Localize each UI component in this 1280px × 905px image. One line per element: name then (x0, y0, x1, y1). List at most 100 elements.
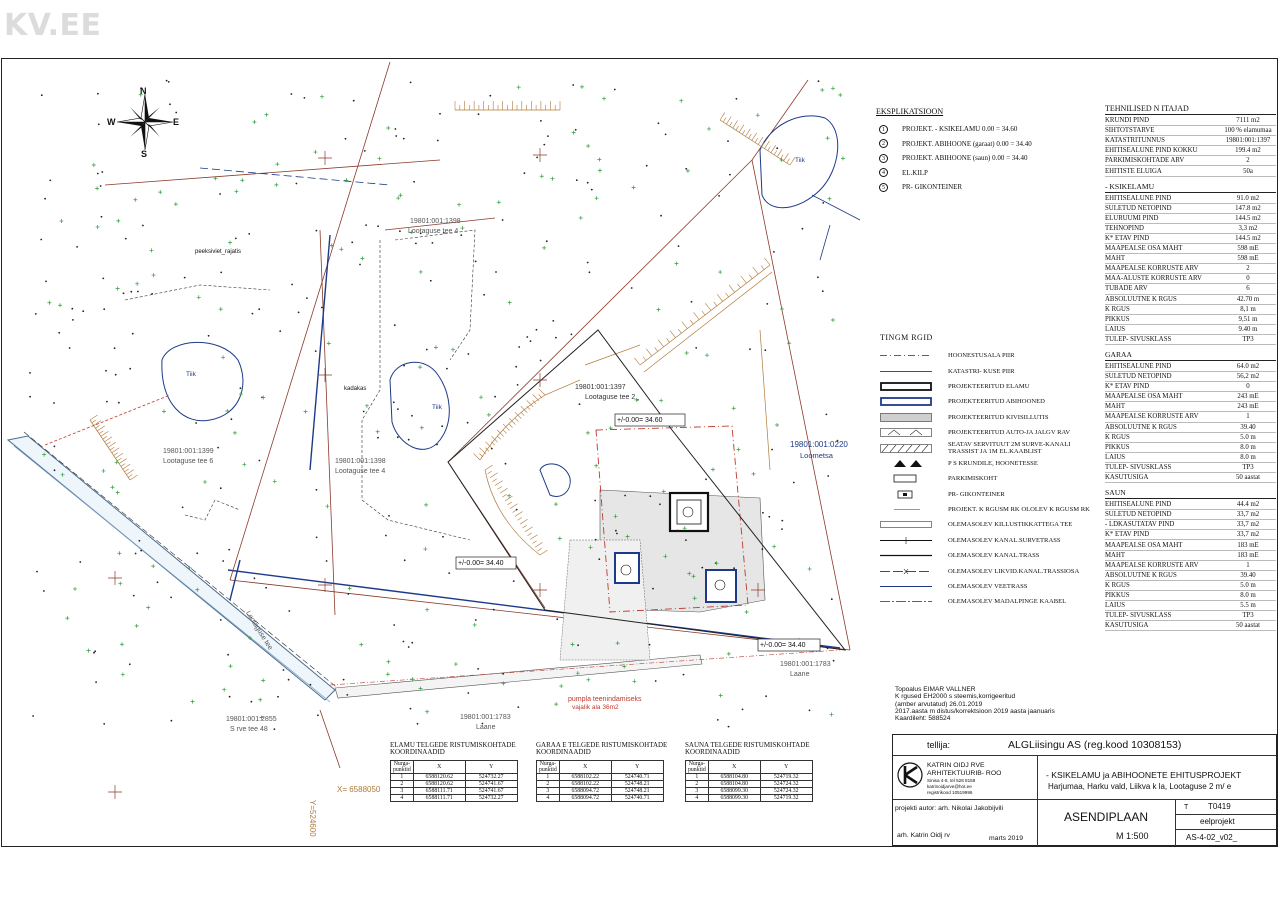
tech-key: KASUTUSIGA (1105, 474, 1149, 482)
slope-tick (767, 146, 771, 151)
slope-tick (126, 469, 135, 475)
legend-item: OLEMASOLEV LIKVID.KANAL.TRASSIOSA (880, 563, 1090, 578)
scale: M 1:500 (1116, 831, 1149, 841)
parcel-1398b-id: 19801:001:1398 (335, 458, 386, 465)
elevation-point (377, 436, 379, 439)
tree-marker (714, 561, 719, 566)
tree-marker (72, 586, 77, 591)
slope-tick (517, 517, 522, 521)
slope-tick (512, 509, 517, 513)
elevation-point (217, 446, 220, 449)
slope-tick (489, 472, 498, 478)
tree-marker (425, 709, 430, 714)
elevation-point (403, 559, 406, 562)
coordinate-cell: 6588102.22 (558, 779, 612, 789)
legend-text: KATASTRI- KUSE PIIR (948, 367, 1015, 375)
tree-marker (303, 409, 308, 414)
elevation-point (97, 92, 99, 95)
tech-value: 3,3 m2 (1238, 224, 1258, 232)
elevation-point (97, 123, 100, 126)
elevation-point (344, 137, 347, 140)
coordinate-cell: 6588111.71 (412, 787, 466, 796)
elevation-point (103, 308, 106, 311)
coordinate-cell: 524741.67 (464, 787, 518, 796)
elevation-point (295, 182, 298, 185)
sheet-number: AS-4-02_v02_ (1186, 833, 1238, 842)
legend-item: PROJEKTEERITUD ABIHOONED (880, 394, 1090, 409)
project-address: Harjumaa, Harku vald, Liikva k la, Loota… (1048, 782, 1232, 791)
coordinate-cell: 2 (536, 779, 560, 789)
slope-hatching (89, 109, 791, 556)
elevation-point (733, 567, 735, 570)
elevation-point (419, 232, 422, 235)
parcel-1783a-id: 19801:001:1783 (780, 661, 831, 668)
elevation-point (101, 171, 104, 173)
elevation-point (613, 88, 616, 91)
tech-key: PIKKUS (1105, 591, 1130, 599)
tech-value: 9,51 m (1238, 315, 1258, 323)
tree-marker (634, 397, 639, 402)
cadastral-boundaries (104, 61, 851, 769)
elevation-point (575, 179, 578, 182)
elevation-point (207, 334, 210, 337)
elevation-point (183, 276, 186, 279)
pump-note-2: vajalik ala 36m2 (572, 704, 619, 711)
legend-item: HOONESTUSALA PIIR (880, 348, 1090, 363)
project-title: - KSIKELAMU ja ABIHOONETE EHITUSPROJEKT (1046, 770, 1242, 780)
tree-marker (586, 144, 591, 149)
tech-value: 44.4 m2 (1236, 501, 1260, 509)
tree-marker (825, 136, 830, 141)
grid-cross (533, 373, 547, 387)
tech-key: KASUTUSIGA (1105, 622, 1149, 630)
elevation-point (167, 81, 170, 83)
slope-tick (485, 441, 493, 449)
tech-key: K* ETAV PIND (1105, 531, 1150, 539)
tree-marker (496, 200, 501, 205)
slope-tick (748, 274, 753, 279)
elevation-point (822, 202, 825, 204)
slope-tick (681, 321, 688, 329)
coordinate-header: X (412, 759, 466, 774)
elevation-point (40, 238, 43, 241)
elevation-point (512, 580, 515, 582)
coordinate-cell: 6588120.62 (412, 779, 466, 789)
elevation-point (727, 140, 729, 143)
tree-marker (613, 514, 618, 519)
tree-marker (625, 534, 630, 539)
slope-tick (529, 534, 538, 540)
tree-marker (120, 642, 125, 647)
tree-marker (457, 202, 462, 207)
elevation-point (446, 367, 448, 370)
elevation-point (407, 438, 410, 441)
legend-text: OLEMASOLEV MADALPINGE KAABEL (948, 598, 1067, 606)
elevation-point (230, 418, 233, 421)
sheet-title-cell: ASENDIPLAAN M 1:500 (1038, 800, 1176, 846)
coordinate-cell: 1 (685, 772, 709, 781)
tech-value: 199.4 m2 (1235, 147, 1261, 155)
tree-marker (398, 193, 403, 198)
elevation-point (100, 215, 103, 218)
tree-marker (222, 687, 227, 692)
slope-tick (514, 417, 519, 422)
elevation-point (317, 714, 319, 717)
slope-tick (115, 452, 124, 459)
grid-cross (318, 368, 332, 382)
slope-tick (693, 312, 700, 320)
tech-value: 1 (1246, 561, 1250, 569)
slope-tick (537, 548, 542, 552)
compass-s: S (141, 149, 148, 159)
tree-marker (195, 587, 200, 592)
tree-marker (661, 489, 666, 494)
coordinate-cell: 524719.32 (759, 794, 813, 803)
tech-value: TP3 (1242, 463, 1254, 471)
elevation-point (277, 695, 279, 698)
